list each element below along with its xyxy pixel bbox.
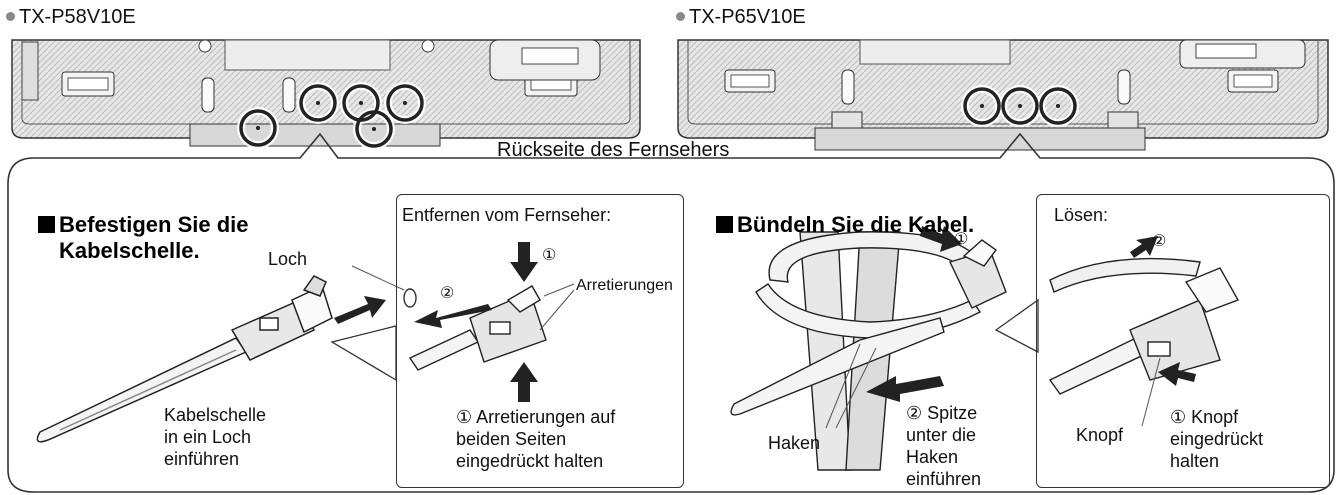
square-bullet-icon [38, 216, 55, 233]
tv-left-back-drawing [11, 39, 641, 150]
instruction-frame [7, 132, 1335, 493]
model-label-right: TX-P65V10E [676, 6, 806, 29]
heading-bundle-text: Bündeln Sie die Kabel. [737, 212, 975, 237]
model-name-right: TX-P65V10E [689, 6, 806, 28]
cable-clamp-drawing [36, 275, 333, 443]
model-name-left: TX-P58V10E [19, 6, 136, 28]
remove-from-tv-box [396, 194, 684, 488]
label-haken: Haken [768, 433, 821, 453]
label-loch: Loch [268, 249, 308, 269]
tv-right-back-drawing [677, 39, 1329, 151]
square-bullet-icon [716, 216, 733, 233]
heading-attach: Befestigen Sie die Kabelschelle. [38, 186, 249, 264]
model-label-left: TX-P58V10E [6, 6, 136, 29]
remove-step1-number: ① [542, 247, 557, 264]
release-step2-number: ② [1152, 233, 1167, 250]
remove-step2-number: ② [440, 285, 455, 302]
clamp-remove-drawing [408, 285, 547, 371]
heading-bundle: Bündeln Sie die Kabel. [716, 186, 974, 238]
clamp-release-drawing [1048, 257, 1240, 395]
bullet-icon [6, 12, 15, 21]
release-box-title: Lösen: [1054, 205, 1109, 225]
release-box [1036, 194, 1330, 488]
heading-attach-text: Befestigen Sie die Kabelschelle. [59, 212, 249, 263]
label-knopf: Knopf [1076, 425, 1124, 445]
label-insert-clamp: Kabelschelle in ein Loch einführen [164, 405, 267, 469]
caption-back-of-tv: Rückseite des Fernsehers [497, 139, 730, 161]
bullet-icon [676, 12, 685, 21]
label-hold-knopf: ① Knopf eingedrückt halten [1170, 407, 1264, 471]
label-hold-arretierungen: ① Arretierungen auf beiden Seiten einged… [456, 407, 616, 471]
bundle-step1-number: ① [954, 231, 969, 248]
label-insert-tip: ② Spitze unter die Haken einführen [906, 403, 982, 489]
remove-box-title: Entfernen vom Fernseher: [402, 205, 612, 225]
cable-bundle-drawing [730, 231, 1007, 471]
label-arretierungen: Arretierungen [576, 277, 673, 294]
